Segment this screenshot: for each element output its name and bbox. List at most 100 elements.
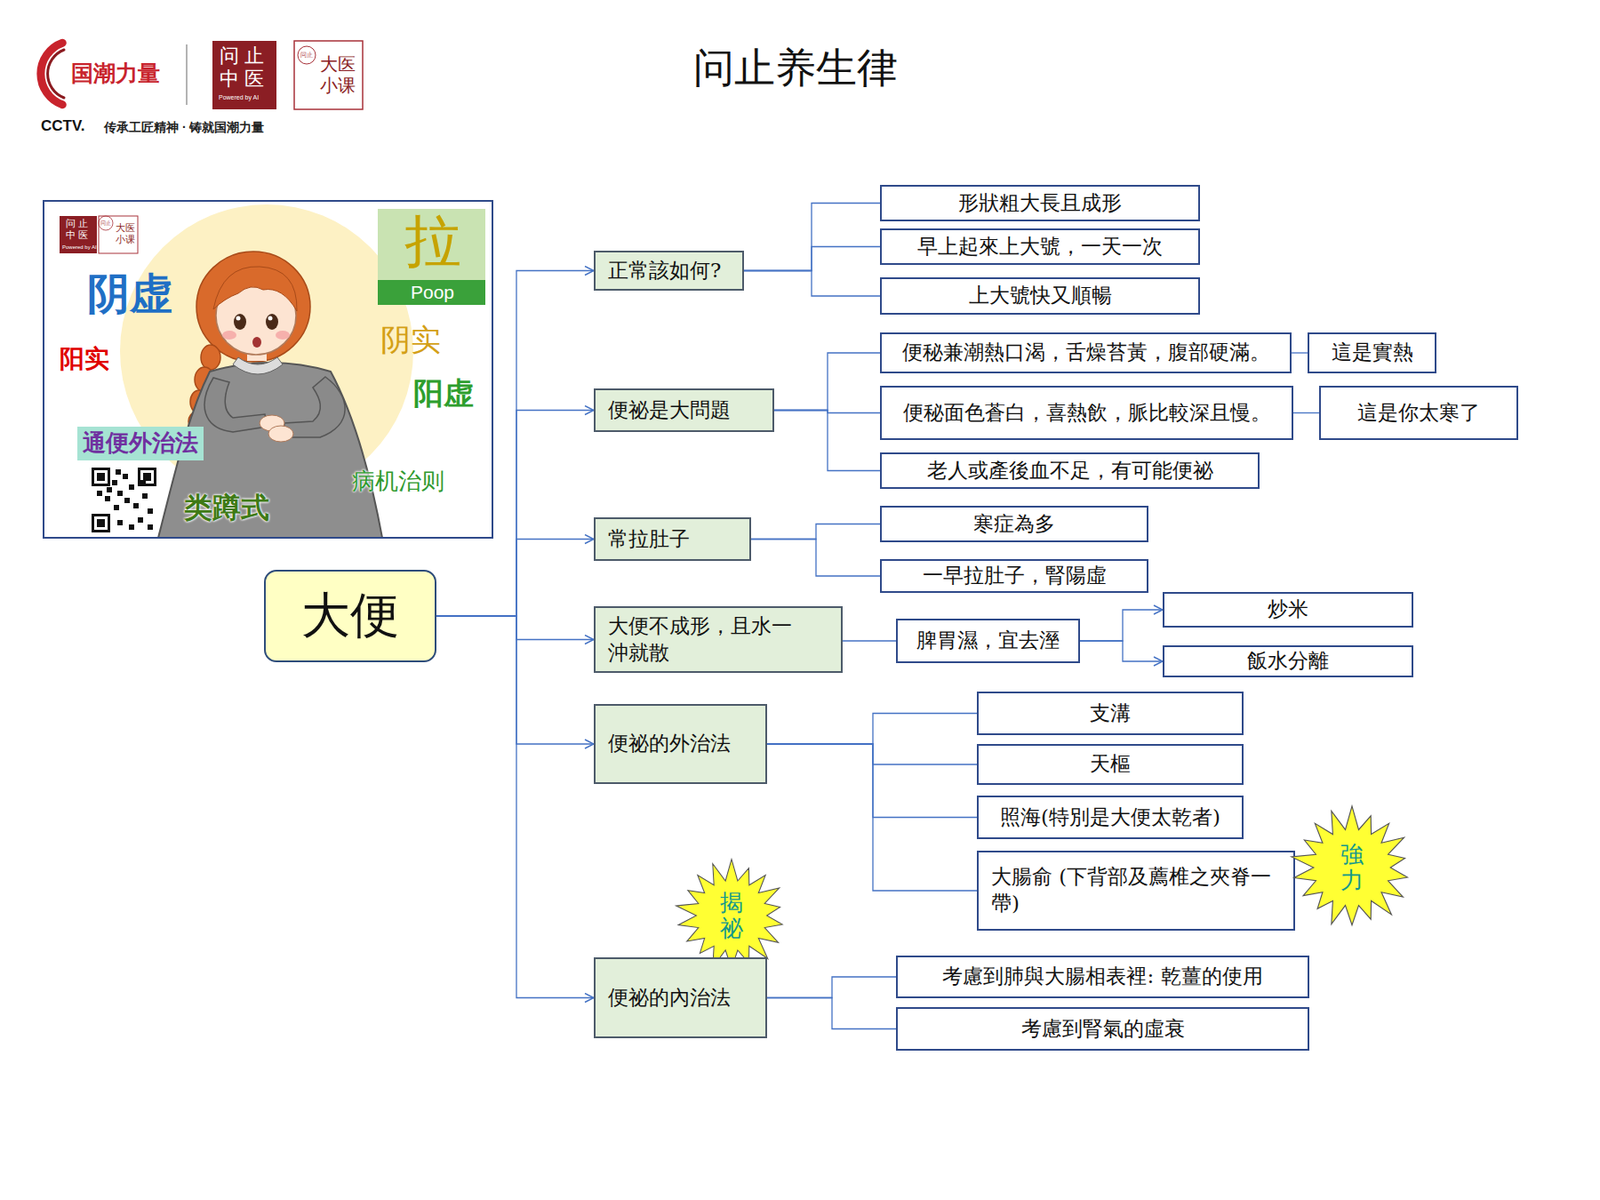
leaf-box: 大腸俞 (下背部及薦椎之夾脊一帶)	[976, 850, 1296, 931]
node-text: 照海(特別是大便太乾者)	[1000, 804, 1221, 832]
node-text: 寒症為多	[973, 511, 1056, 538]
eye	[265, 313, 279, 330]
logo-text: 大医 小课	[317, 53, 359, 96]
node-text: 考慮到肺與大腸相表裡: 乾薑的使用	[942, 963, 1263, 991]
logo-seal-ring	[297, 46, 316, 64]
logo-divider	[185, 44, 188, 105]
connector	[744, 203, 880, 272]
connector	[436, 271, 594, 617]
mouth	[252, 336, 262, 348]
qr-module	[122, 473, 128, 480]
qr-finder	[94, 470, 108, 484]
leaf-box: 炒米	[1162, 592, 1414, 628]
leaf-box: 便秘兼潮熱口渴，舌燥苔黃，腹部硬滿。	[880, 332, 1292, 374]
connector	[1080, 609, 1163, 641]
branch-box: 便祕的內治法	[593, 957, 768, 1039]
node-text: 一早拉肚子，腎陽虛	[922, 562, 1107, 590]
header-logos	[40, 40, 363, 110]
node-text: 正常該如何?	[608, 257, 721, 285]
fringe	[213, 266, 297, 312]
leaf-box: 這是實熱	[1307, 332, 1437, 374]
connector	[767, 744, 977, 891]
poster-keyword: 阳虚	[413, 376, 474, 411]
eye	[233, 313, 247, 330]
braid	[200, 344, 221, 370]
qr-module	[142, 493, 148, 499]
branch-box: 便祕是大問題	[593, 388, 775, 432]
node-text: 大便	[301, 584, 400, 648]
qr-module	[137, 517, 144, 523]
qr-module	[117, 520, 123, 526]
qr-module	[133, 503, 139, 509]
node-text: 常拉肚子	[608, 526, 690, 553]
qr-finder	[143, 472, 152, 481]
blush	[275, 330, 290, 340]
brand-name: 国潮力量	[71, 60, 160, 87]
hand	[268, 425, 294, 442]
poster-caption: Poop	[410, 281, 455, 304]
node-text: 脾胃濕，宜去溼	[916, 627, 1060, 655]
connector	[751, 539, 880, 577]
connector	[436, 616, 594, 640]
leaf-box: 上大號快又順暢	[880, 277, 1200, 315]
illustration-ground	[43, 200, 493, 538]
connector	[1293, 412, 1320, 414]
qr-module	[128, 524, 135, 530]
page-title: 问止养生律	[622, 44, 969, 92]
node-text: 支溝	[1089, 700, 1131, 728]
leaf-box: 考慮到肺與大腸相表裡: 乾薑的使用	[896, 955, 1310, 999]
node-text: 這是你太寒了	[1357, 400, 1480, 427]
leaf-box: 形狀粗大長且成形	[880, 184, 1200, 222]
illustration	[43, 200, 493, 538]
qr-module	[147, 524, 153, 530]
qr-module	[124, 497, 130, 504]
leaf-box: 便秘面色蒼白，喜熱飲，脈比較深且慢。	[880, 385, 1294, 440]
qr-module	[147, 508, 153, 514]
leaf-box: 早上起來上大號，一天一次	[880, 228, 1200, 265]
logo-seal: 问止	[100, 220, 112, 227]
qr-module	[96, 490, 103, 496]
poop-band	[377, 280, 486, 305]
leaf-box: 照海(特別是大便太乾者)	[976, 795, 1244, 840]
node-text: 大腸俞 (下背部及薦椎之夾脊一帶)	[991, 864, 1281, 918]
connector	[436, 410, 594, 617]
qr-module	[128, 484, 135, 490]
callout-text: 強力	[1340, 841, 1364, 893]
connector	[436, 616, 594, 999]
poop-card	[377, 208, 486, 284]
node-text: 便祕是大問題	[608, 397, 731, 424]
leaf-box: 一早拉肚子，腎陽虛	[880, 559, 1149, 593]
logo-plate	[294, 40, 363, 110]
leaf-box: 考慮到腎氣的虛衰	[896, 1007, 1310, 1051]
connector	[767, 744, 977, 818]
brand-crescent-inner	[48, 49, 64, 98]
qr-finder	[94, 516, 108, 530]
poster-badge: 通便外治法	[77, 426, 204, 461]
arm	[282, 376, 345, 438]
connector	[744, 247, 880, 272]
logo-seal: 问止	[300, 51, 313, 59]
poster-keyword: 阴虚	[87, 269, 173, 319]
node-text: 形狀粗大長且成形	[958, 190, 1122, 217]
connector	[774, 410, 880, 472]
qr-finder	[96, 472, 105, 481]
connector	[767, 713, 977, 745]
qr-finder	[96, 519, 105, 528]
qr-module	[104, 496, 111, 502]
qr-code	[89, 465, 159, 535]
node-text: 大便不成形，且水一沖就散	[608, 613, 802, 667]
branch-box: 常拉肚子	[593, 517, 752, 561]
starburst-outline	[1291, 806, 1408, 926]
node-text: 考慮到腎氣的虛衰	[1021, 1016, 1185, 1043]
logo-text: 大医 小课	[114, 223, 136, 246]
poster-keyword: 类蹲式	[184, 491, 270, 525]
node-text: 老人或產後血不足，有可能便祕	[927, 457, 1214, 485]
callout-text: 揭祕	[720, 889, 744, 941]
node-text: 上大號快又順暢	[968, 282, 1112, 310]
starburst-callout: 強力	[1288, 803, 1416, 932]
node-text: 天樞	[1089, 751, 1131, 778]
poster-keyword: 阴实	[380, 322, 441, 358]
logo-seal-ring	[98, 216, 113, 231]
connector	[767, 998, 896, 1030]
